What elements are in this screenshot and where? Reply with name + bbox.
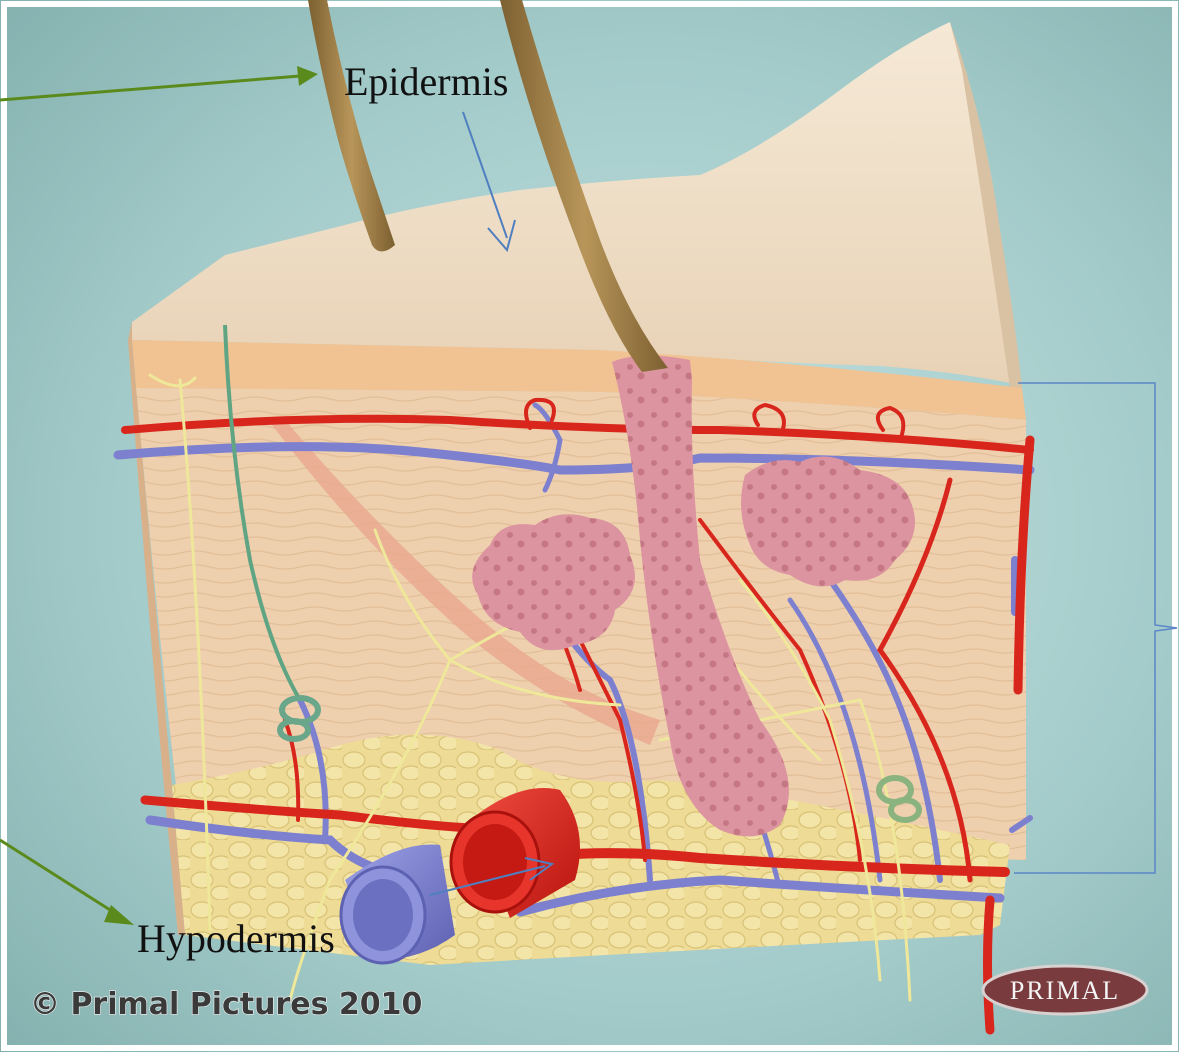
primal-logo: PRIMAL — [983, 966, 1147, 1014]
hypodermis-label: Hypodermis — [137, 916, 335, 961]
epidermis-label: Epidermis — [344, 59, 508, 104]
logo-text: PRIMAL — [1010, 976, 1120, 1005]
copyright-notice: © Primal Pictures 2010 — [30, 987, 422, 1022]
